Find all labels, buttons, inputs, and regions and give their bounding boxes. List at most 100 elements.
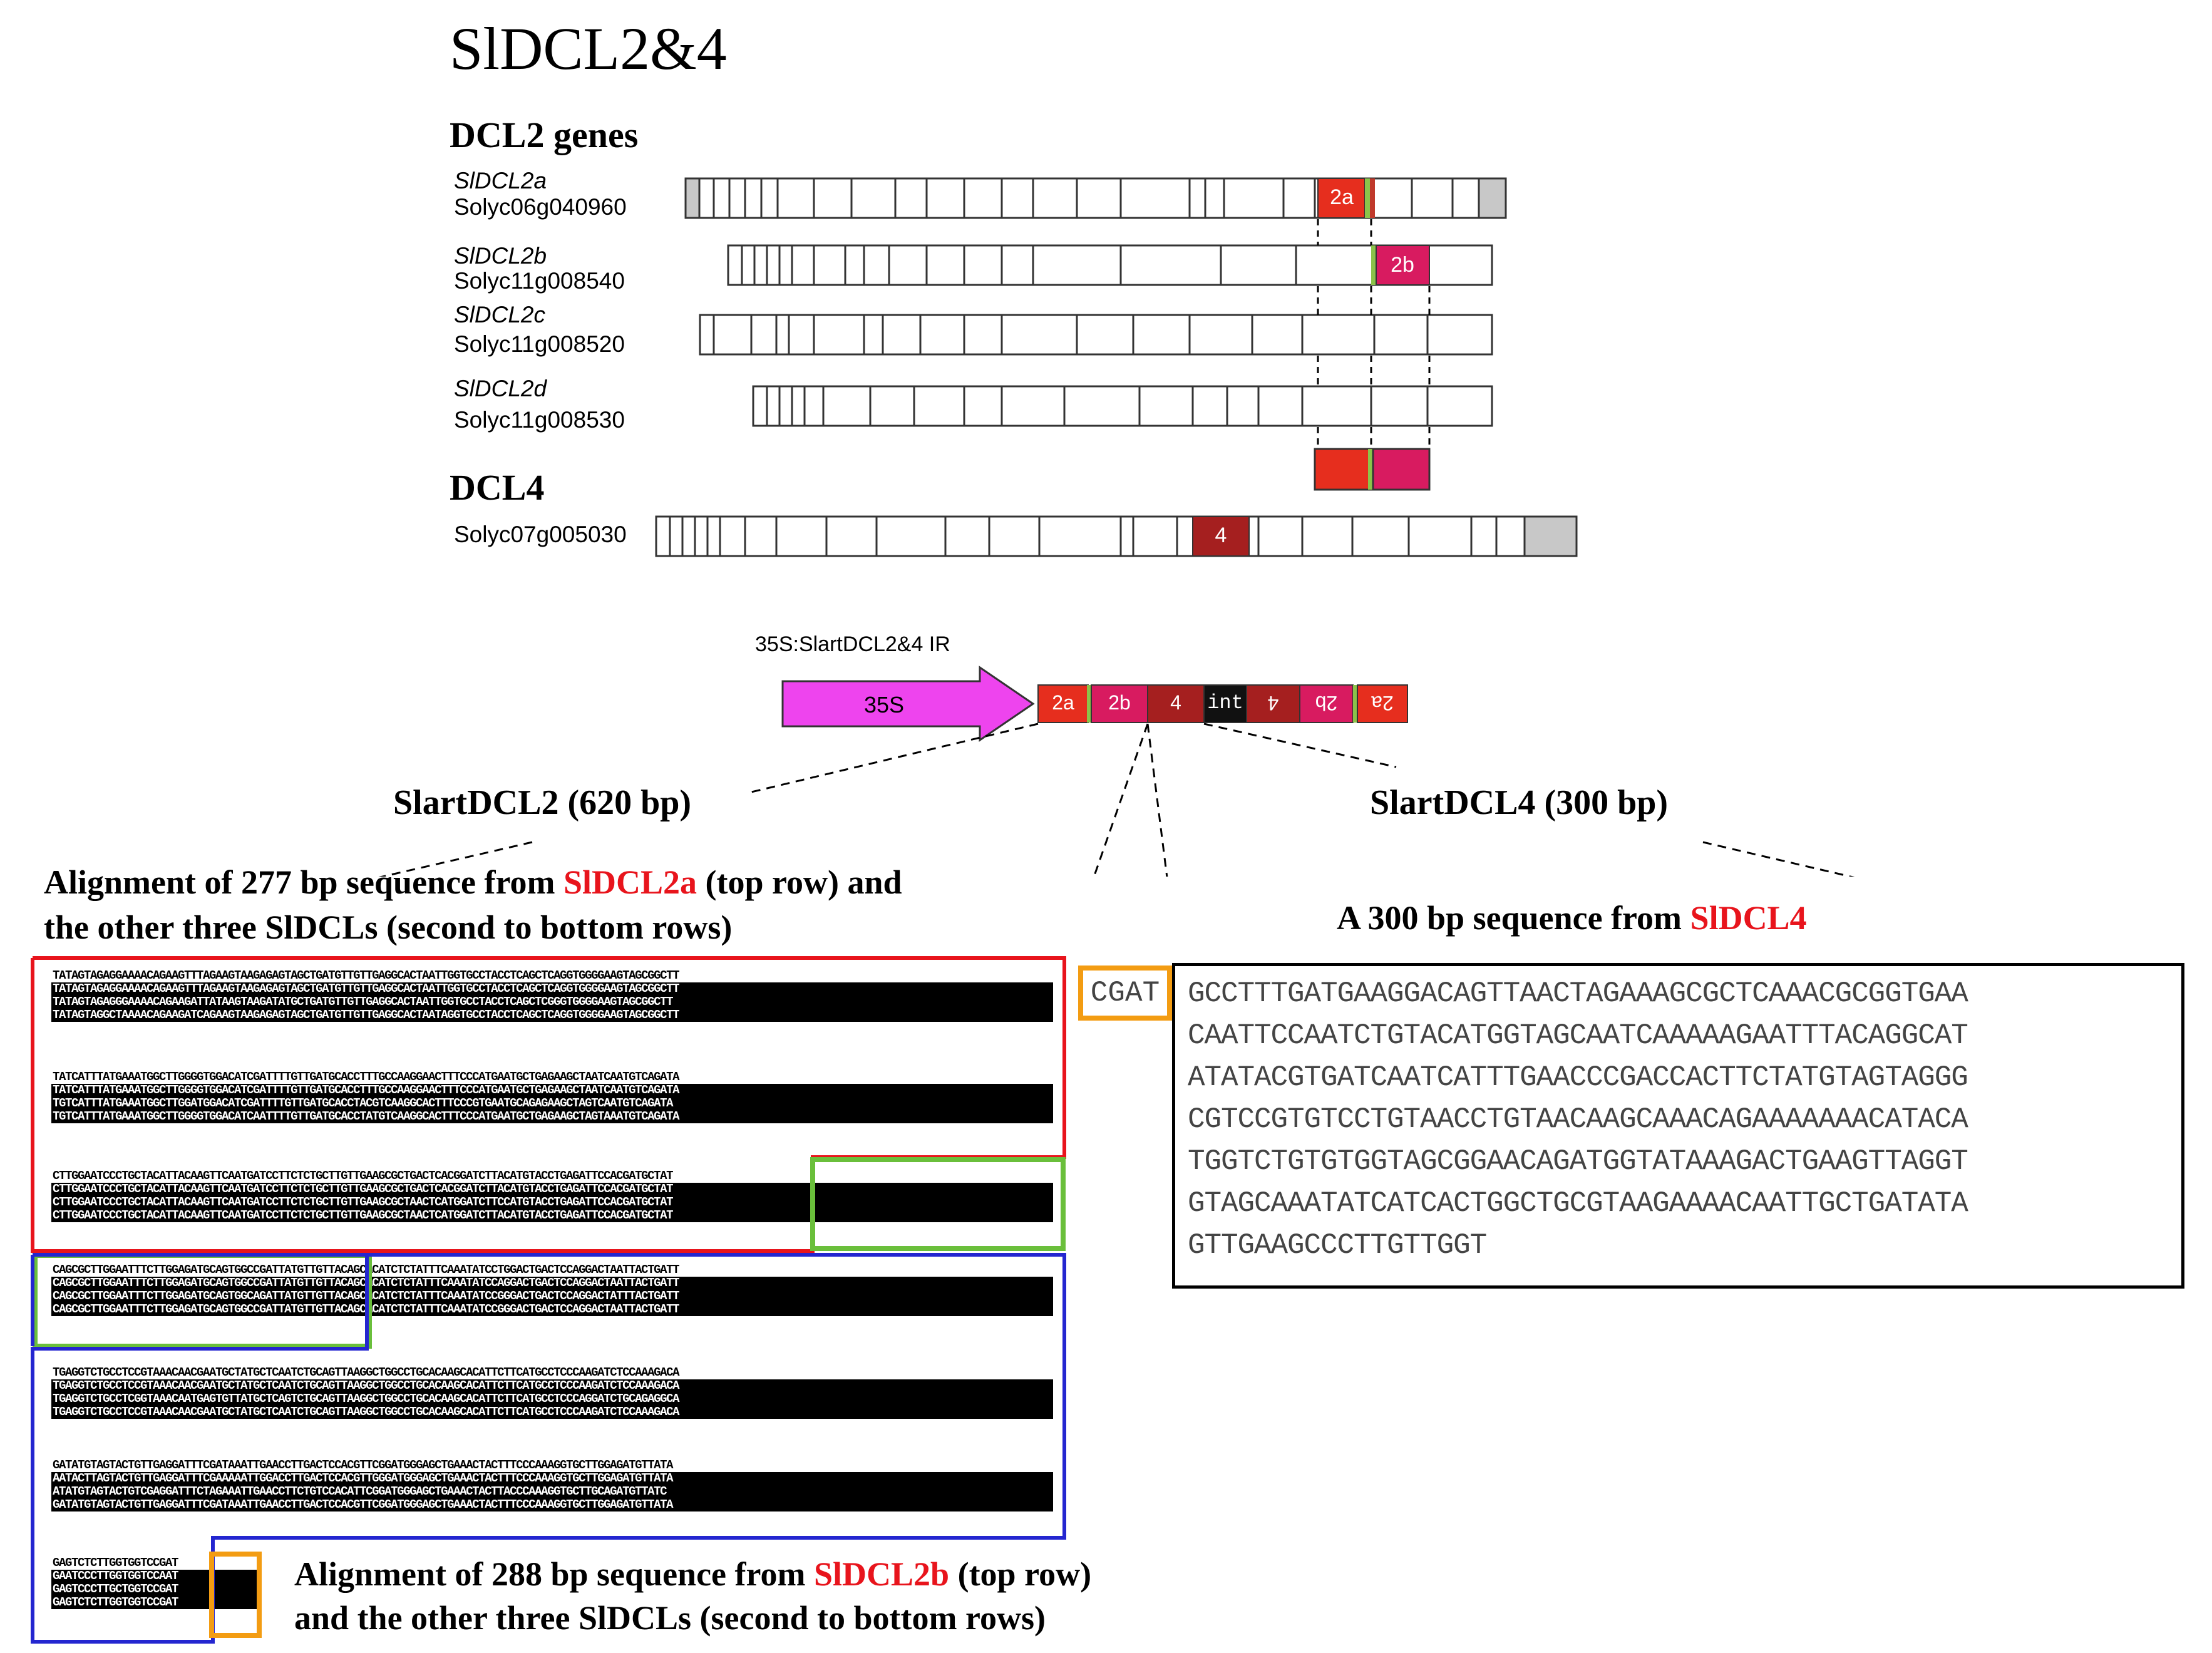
gene-name-2a: SlDCL2a [454,168,547,193]
alignment-block-7: GAGTCTCTTGGTGGTCCGAT GAATCCCTTGGTGGTCCAA… [51,1557,258,1609]
construct-seg-2a-rev [1357,684,1408,723]
dcl4-seq-line: ATATACGTGATCAATCATTTGAACCCGACCACTTCTATGT… [1188,1061,1968,1094]
dcl4-seq-line: TGGTCTGTGTGGTAGCGGAACAGATGGTATAAAGACTGAA… [1188,1145,1968,1178]
alignment-row: AATACTTAGTACTGTTGAGGATTTCGAAAAATTGGACCTT… [51,1472,1053,1485]
frame-overlap-green-left [33,1253,372,1349]
alignment-row: GATATGTAGTACTGTTGAGGATTTCGATAAATTGAACCTT… [51,1498,1053,1511]
construct-junction-left [1087,685,1091,723]
caption-aln-2a-post: (top row) and [697,863,902,901]
caption-aln-2a-pre: Alignment of 277 bp sequence from [44,863,563,901]
alignment-block-1: TATAGTAGAGGAAAACAGAAGTTTAGAAGTAAGAGAGTAG… [51,969,1053,1022]
frame-overlap-green-right [810,1157,1066,1251]
frame-dcl2a [31,956,1066,1253]
construct-junction-right [1353,685,1357,723]
construct-name: 35S:SlartDCL2&4 IR [755,632,950,656]
alignment-block-6: GATATGTAGTACTGTTGAGGATTTCGATAAATTGAACCTT… [51,1459,1053,1511]
dcl4-seq-line: GTTGAAGCCCTTGTTGGT [1188,1229,1487,1262]
construct-seg-intron [1203,684,1247,723]
gene-name-2b: SlDCL2b [454,243,547,269]
caption-aln-2a-line2: the other three SlDCLs (second to bottom… [44,909,733,946]
region-label-2a: 2a [1330,185,1354,209]
promoter-35s-arrow [781,666,1035,742]
gene-name-2c: SlDCL2c [454,302,545,327]
alignment-guides [1317,219,1431,449]
alignment-block-3: CTTGGAATCCCTGCTACATTACAAGTTCAATGATCCTTCT… [51,1170,1053,1222]
target-2b [1376,245,1430,286]
caption-aln-2a-gene: SlDCL2a [563,863,697,901]
frame-junction-cgat [209,1552,262,1638]
gene-id-2b: Solyc11g008540 [454,268,625,294]
gene-model-dcl2b [727,244,1493,286]
figure-title: SlDCL2&4 [450,15,727,82]
caption-dcl4-sequence: A 300 bp sequence from SlDCL4 [1337,899,1807,937]
alignment-row: GATATGTAGTACTGTTGAGGATTTCGATAAATTGAACCTT… [51,1459,1053,1472]
alignment-row: GAGTCTCTTGGTGGTCCGAT [51,1557,258,1570]
gene-id-2c: Solyc11g008520 [454,331,625,357]
gene-id-dcl4: Solyc07g005030 [454,522,627,547]
target-4 [1192,516,1250,557]
dcl4-seq-line: GTAGCAAATATCATCACTGGCTGCGTAAGAAAACAATTGC… [1188,1187,1968,1220]
construct-label-int: int [1207,691,1243,714]
promoter-label: 35S [864,692,905,718]
alignment-row: CTTGGAATCCCTGCTACATTACAAGTTCAATGATCCTTCT… [51,1209,1053,1222]
caption-aln-2b-line1: Alignment of 288 bp sequence from SlDCL2… [294,1555,1091,1594]
gene-structure-diagram [655,177,1578,557]
construct-diagram [378,666,1855,877]
alignment-row: TATAGTAGGCTAAAACAGAAGATCAGAAGTAAGAGAGTAG… [51,1009,1053,1022]
alignment-row: TGTCATTTATGAAATGGCTTGGATGGACATCGATTTTGTT… [51,1097,1053,1110]
construct-label-2a: 2a [1052,691,1074,714]
alignment-block-5: TGAGGTCTGCCTCCGTAAACAACGAATGCTATGCTCAATC… [51,1366,1053,1419]
alignment-row: CAGCGCTTGGAATTTCTTGGAGATGCAGTGGCCGATTATG… [51,1264,1053,1277]
target-2a-end [1370,178,1375,218]
gene-model-dcl4 [655,515,1578,557]
region-label-4: 4 [1215,523,1227,547]
alignment-row: TGAGGTCTGCCTCCGTAAACAACGAATGCTATGCTCAATC… [51,1406,1053,1419]
merged-fragment-2a [1314,448,1376,491]
alignment-row: ATATGTAGTACTGTCGAGGATTTCTAGAAATTGAACCTTC… [51,1485,1053,1498]
gene-id-2d: Solyc11g008530 [454,407,625,433]
alignment-row: TGAGGTCTGCCTCGGTAAACAATGAGTGTTATGCTCAGTC… [51,1393,1053,1406]
dcl4-seq-line: CGTCCGTGTCCTGTAACCTGTAACAAGCAAACAGAAAAAA… [1188,1103,1968,1136]
junction-marker-2b [1371,245,1376,285]
construct-seg-2b [1091,684,1148,723]
alignment-row: GAGTCTCTTGGTGGTCCGAT [51,1596,258,1609]
gene-id-2a: Solyc06g040960 [454,194,627,220]
caption-aln-2b-line2: and the other three SlDCLs (second to bo… [294,1599,1046,1637]
target-2a [1317,178,1366,219]
alignment-row: TATAGTAGAGGGAAAACAGAAGATTATAAGTAAGATATGC… [51,996,1053,1009]
construct-label-2b: 2b [1108,691,1131,714]
fragment-label-dcl2: SlartDCL2 (620 bp) [393,783,692,822]
caption-dcl4-gene: SlDCL4 [1690,899,1807,937]
construct-label-4: 4 [1170,691,1181,714]
alignment-row: TATCATTTATGAAATGGCTTGGGGTGGACATCGATTTTGT… [51,1084,1053,1097]
alignment-row: GAGTCCCTTGCTGGTCCGAT [51,1583,258,1596]
gene-name-2d: SlDCL2d [454,376,547,401]
fragment-label-dcl4: SlartDCL4 (300 bp) [1370,783,1669,822]
dcl4-sequence-box: GCCTTTGATGAAGGACAGTTAACTAGAAAGCGCTCAAACG… [1172,963,2184,1289]
gene-model-dcl2d [752,385,1493,427]
alignment-row: TATAGTAGAGGAAAACAGAAGTTTAGAAGTAAGAGAGTAG… [51,982,1053,996]
construct-callout-lines [378,723,1855,877]
dcl4-heading: DCL4 [450,467,545,508]
junction-box: CGAT [1078,966,1172,1021]
alignment-row: CTTGGAATCCCTGCTACATTACAAGTTCAATGATCCTTCT… [51,1183,1053,1196]
alignment-row: CTTGGAATCCCTGCTACATTACAAGTTCAATGATCCTTCT… [51,1196,1053,1209]
alignment-row: TGTCATTTATGAAATGGCTTGGGGTGGACATCAATTTTGT… [51,1110,1053,1123]
caption-dcl4-pre: A 300 bp sequence from [1337,899,1690,937]
dcl2-genes-heading: DCL2 genes [450,115,639,155]
caption-aln-2a-line1: Alignment of 277 bp sequence from SlDCL2… [44,863,902,902]
dcl4-seq-line: CAATTCCAATCTGTACATGGTAGCAATCAAAAAGAATTTA… [1188,1019,1968,1052]
frame-dcl2b [31,1253,1066,1644]
caption-aln-2b-pre: Alignment of 288 bp sequence from [294,1555,814,1593]
alignment-block-2: TATCATTTATGAAATGGCTTGGGGTGGACATCGATTTTGT… [51,1071,1053,1123]
merged-junction [1368,449,1373,490]
caption-aln-2b-post: (top row) [949,1555,1092,1593]
alignment-row: TATAGTAGAGGAAAACAGAAGTTTAGAAGTAAGAGAGTAG… [51,969,1053,982]
construct-seg-4 [1147,684,1205,723]
construct-seg-4-rev [1246,684,1300,723]
dcl4-seq-line: GCCTTTGATGAAGGACAGTTAACTAGAAAGCGCTCAAACG… [1188,977,1968,1010]
alignment-row: CTTGGAATCCCTGCTACATTACAAGTTCAATGATCCTTCT… [51,1170,1053,1183]
alignment-row: GAATCCCTTGGTGGTCCAAT [51,1570,258,1583]
